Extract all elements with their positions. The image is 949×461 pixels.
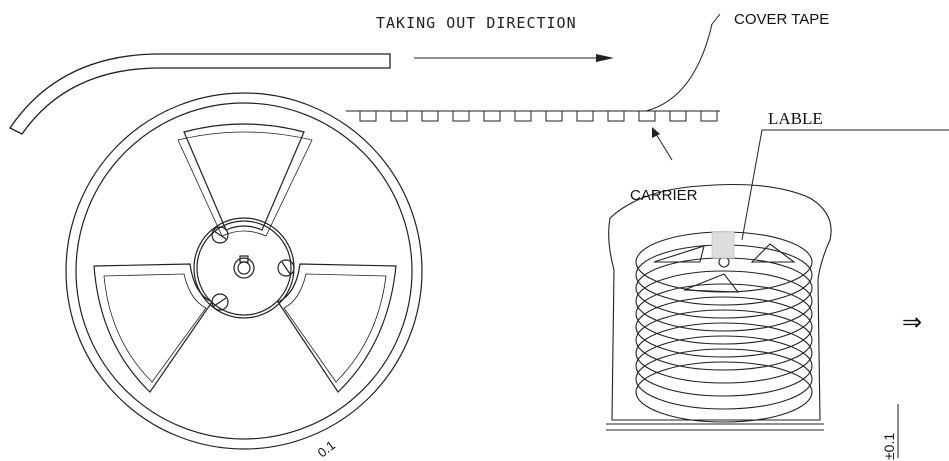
carrier-pocket [483, 110, 501, 122]
stacked-reel [635, 335, 813, 397]
stacked-reel [635, 283, 813, 345]
stacked-reel [635, 309, 813, 371]
tolerance-right-label: ±0.1 [881, 433, 897, 460]
stacked-reel [635, 361, 813, 423]
carrier-pocket [607, 110, 625, 122]
carrier-pocket [359, 110, 377, 122]
carrier-pocket [452, 110, 470, 122]
carrier-pocket [390, 110, 408, 122]
cover-tape-leader [645, 13, 721, 112]
stacked-reel [635, 348, 813, 410]
carrier-pocket [576, 110, 594, 122]
tolerance-bottom-label: 0.1 [315, 437, 338, 460]
carrier-pocket [421, 110, 439, 122]
reel-stack-bag [606, 183, 832, 431]
carrier-pocket [700, 110, 718, 122]
carrier-pocket [545, 110, 563, 122]
carrier-pocket [638, 110, 656, 122]
label-leader [741, 129, 949, 241]
stacked-reel [635, 296, 813, 358]
carrier-leader [652, 127, 673, 161]
cover-tape-label: COVER TAPE [734, 11, 829, 28]
carrier-label: CARRIER [630, 187, 698, 204]
direction-label: TAKING OUT DIRECTION [376, 14, 577, 32]
carrier-pocket [514, 110, 532, 122]
stacked-reel [635, 322, 813, 384]
stacked-reel [635, 270, 813, 332]
lable-label: LABLE [768, 109, 823, 128]
carrier-tape [346, 110, 720, 122]
carrier-pocket [669, 110, 687, 122]
reel-front-view [65, 92, 423, 450]
next-view-arrow: ⇒ [902, 309, 922, 336]
direction-arrow [414, 54, 614, 62]
tape-leader [9, 53, 391, 135]
